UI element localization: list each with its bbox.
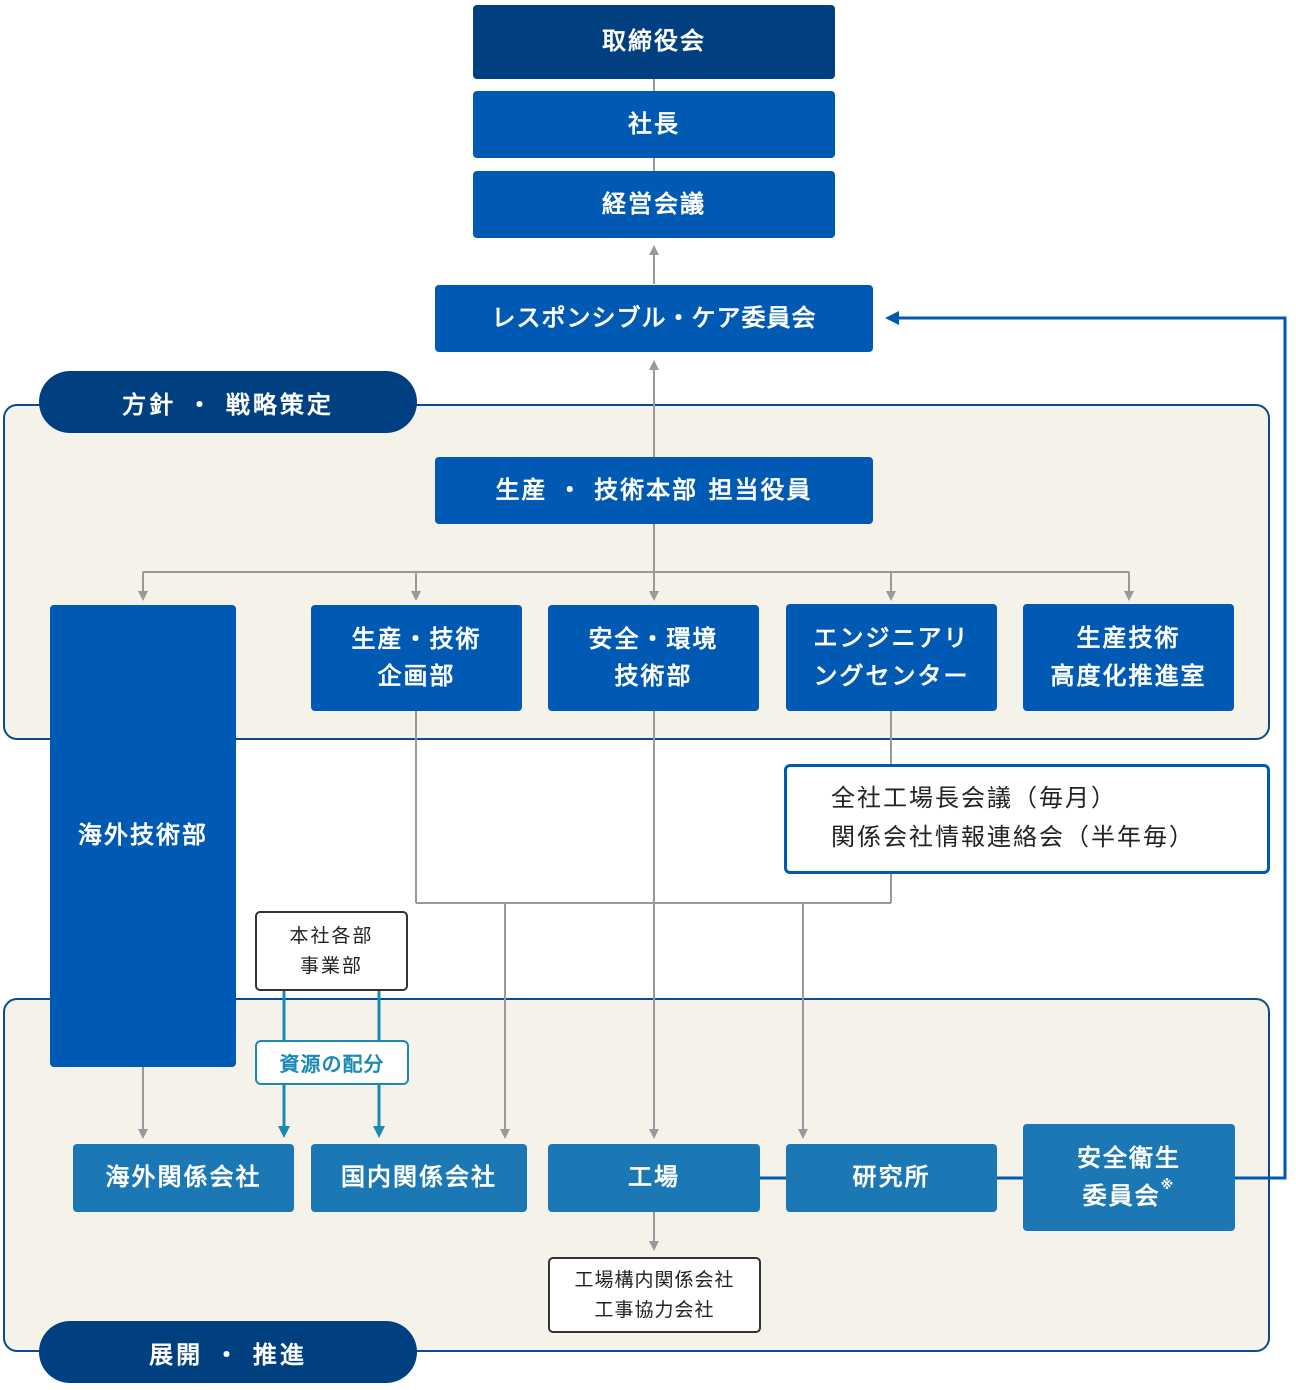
meetings-line2: 関係会社情報連絡会（半年毎） <box>831 822 1195 851</box>
dept-label-line2: 技術部 <box>614 662 693 690</box>
dept-tech-advancement: 生産技術 高度化推進室 <box>1023 604 1234 711</box>
feedback-safety-to-rc <box>885 311 1287 1180</box>
dept-overseas-tech: 海外技術部 <box>50 605 236 1067</box>
dept-label-line1: 安全・環境 <box>588 624 719 653</box>
footnote-mark: ※ <box>1160 1177 1176 1193</box>
execution-panel-label: 展開 ・ 推進 <box>39 1321 417 1383</box>
dept-overseas-tech-label: 海外技術部 <box>78 821 208 850</box>
policy-panel-label: 方針 ・ 戦略策定 <box>39 371 417 433</box>
hq-departments-box: 本社各部 事業部 <box>255 911 408 991</box>
resource-allocation-label: 資源の配分 <box>255 1040 409 1085</box>
dept-label-line1: エンジニアリ <box>813 624 970 653</box>
hq-line1: 本社各部 <box>289 924 374 947</box>
management-meeting: 経営会議 <box>473 171 835 238</box>
unit-label-line2: 委員会※ <box>1082 1177 1176 1210</box>
unit-laboratory: 研究所 <box>786 1144 997 1212</box>
board-of-directors: 取締役会 <box>473 5 835 79</box>
production-tech-executive: 生産 ・ 技術本部 担当役員 <box>435 457 873 524</box>
meetings-line1: 全社工場長会議（毎月） <box>831 784 1117 812</box>
dept-engineering-center: エンジニアリ ングセンター <box>786 604 997 711</box>
dept-label-line1: 生産・技術 <box>351 624 482 653</box>
unit-overseas-affiliates: 海外関係会社 <box>73 1144 294 1212</box>
unit-factory: 工場 <box>548 1144 760 1212</box>
factory-contractors-box: 工場構内関係会社 工事協力会社 <box>548 1257 761 1333</box>
unit-label-line1: 安全衛生 <box>1077 1144 1181 1173</box>
dept-label-line2: 企画部 <box>377 662 456 690</box>
dept-safety-environment: 安全・環境 技術部 <box>548 605 759 711</box>
dept-label-line2: 高度化推進室 <box>1050 661 1207 690</box>
unit-domestic-affiliates: 国内関係会社 <box>311 1144 527 1212</box>
rc-committee: レスポンシブル・ケア委員会 <box>435 285 873 352</box>
meetings-box: 全社工場長会議（毎月） 関係会社情報連絡会（半年毎） <box>784 764 1270 874</box>
contractors-line2: 工事協力会社 <box>594 1299 715 1321</box>
president: 社長 <box>473 91 835 158</box>
hq-line2: 事業部 <box>299 955 363 977</box>
dept-label-line2: ングセンター <box>813 661 970 690</box>
dept-label-line1: 生産技術 <box>1076 624 1181 653</box>
dept-production-planning: 生産・技術 企画部 <box>311 605 522 711</box>
unit-safety-health-committee: 安全衛生 委員会※ <box>1023 1124 1235 1231</box>
contractors-line1: 工場構内関係会社 <box>574 1268 735 1291</box>
